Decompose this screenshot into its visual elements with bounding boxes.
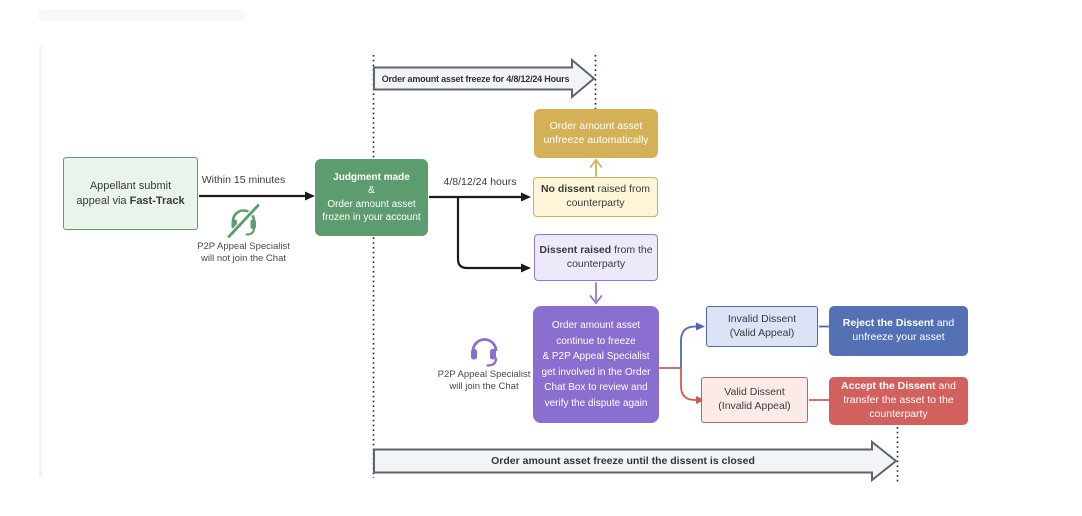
node-text: and xyxy=(935,380,956,393)
node-line: Order amount asset xyxy=(551,320,641,331)
node-line: counterparty xyxy=(566,257,626,270)
arrowhead-blue xyxy=(696,322,705,331)
arrowhead xyxy=(305,191,315,201)
arrow-dissent-to-continue xyxy=(589,282,603,305)
node-invalid-dissent: Invalid Dissent (Valid Appeal) xyxy=(706,306,818,347)
node-text-bold: Dissent raised xyxy=(539,243,612,256)
node-line: verify the dispute again xyxy=(544,397,648,409)
node-text-bold: Reject the Dissent xyxy=(842,317,934,330)
node-unfreeze-automatically: Order amount asset unfreeze automaticall… xyxy=(534,109,658,158)
node-line: frozen in your account xyxy=(322,211,421,223)
node-line: Order amount asset xyxy=(549,119,643,132)
node-line: Invalid Dissent xyxy=(727,312,797,325)
arrowhead-red xyxy=(696,396,705,404)
node-line: (Invalid Appeal) xyxy=(718,400,791,412)
banner-top-label: Order amount asset freeze for 4/8/12/24 … xyxy=(381,73,570,84)
flow-arrows xyxy=(199,194,522,270)
caption-specialist-join: P2P Appeal Specialist will join the Chat xyxy=(419,369,549,394)
node-line: Valid Dissent xyxy=(724,386,785,399)
node-line: Accept the Dissent and xyxy=(841,380,956,394)
node-line: unfreeze automatically xyxy=(543,133,649,146)
node-line: get involved in the Order xyxy=(541,366,651,378)
arrow-judgment-to-dissent xyxy=(456,197,522,270)
node-judgment-made: Judgment made & Order amount asset froze… xyxy=(315,159,428,236)
node-line: transfer the asset to the counterparty xyxy=(843,394,954,420)
node-line: & P2P Appeal Specialist xyxy=(542,351,650,362)
node-line: Order amount asset xyxy=(327,198,416,210)
node-line: & xyxy=(368,185,375,197)
caption-line: P2P Appeal Specialist xyxy=(437,369,531,380)
banner-top-arrow xyxy=(373,57,596,100)
node-accept-dissent: Accept the Dissent and transfer the asse… xyxy=(829,377,968,425)
node-line: No dissent raised from xyxy=(541,183,650,197)
label-4-8-12-24-hours: 4/8/12/24 hours xyxy=(443,176,517,188)
page-edge-top xyxy=(38,10,245,21)
node-appellant-submit: Appellant submit appeal via Fast-Track xyxy=(63,157,198,230)
node-text-bold: No dissent xyxy=(540,183,595,196)
node-line: Judgment made xyxy=(333,172,410,184)
node-continue-freeze: Order amount asset continue to freeze & … xyxy=(533,306,659,423)
arrowhead xyxy=(521,263,531,273)
node-text: appeal via xyxy=(76,194,130,207)
node-line: continue to freeze xyxy=(556,335,636,347)
node-line: counterparty xyxy=(566,197,625,209)
node-text-bold: Accept the Dissent xyxy=(841,380,936,393)
node-line: appeal via Fast-Track xyxy=(76,194,184,209)
headset-icon xyxy=(471,338,498,367)
node-text: and xyxy=(933,317,955,330)
caption-line: will join the Chat xyxy=(449,381,519,393)
caption-line: P2P Appeal Specialist xyxy=(197,241,290,252)
node-no-dissent: No dissent raised from counterparty xyxy=(533,177,658,217)
caption-line: will not join the Chat xyxy=(200,253,287,265)
connector-blue-curve xyxy=(680,325,697,368)
connector-red-curve xyxy=(680,368,697,401)
node-line: (Valid Appeal) xyxy=(729,326,795,339)
node-text: raised from xyxy=(594,183,651,196)
node-line: Appellant submit xyxy=(89,179,172,192)
caption-specialist-not-join: P2P Appeal Specialist will not join the … xyxy=(178,241,309,266)
banner-bottom-arrow xyxy=(373,439,898,483)
node-reject-dissent: Reject the Dissent and unfreeze your ass… xyxy=(829,306,968,356)
page-edge-left xyxy=(39,46,42,478)
node-text: from the xyxy=(611,243,653,256)
node-line: Dissent raised from the xyxy=(539,244,652,258)
banner-bottom-label: Order amount asset freeze until the diss… xyxy=(491,455,755,467)
arrowhead xyxy=(521,192,531,202)
node-line: Reject the Dissent and xyxy=(843,317,954,331)
node-line: Chat Box to review and xyxy=(544,382,648,393)
arrow-no-dissent-to-unfreeze xyxy=(589,158,603,177)
node-dissent-raised: Dissent raised from the counterparty xyxy=(534,234,658,281)
node-text-bold: Fast-Track xyxy=(129,194,185,207)
node-line: unfreeze your asset xyxy=(852,331,945,343)
label-within-15-minutes: Within 15 minutes xyxy=(201,174,286,186)
headset-slash-icon xyxy=(226,202,261,240)
node-valid-dissent: Valid Dissent (Invalid Appeal) xyxy=(701,377,808,423)
